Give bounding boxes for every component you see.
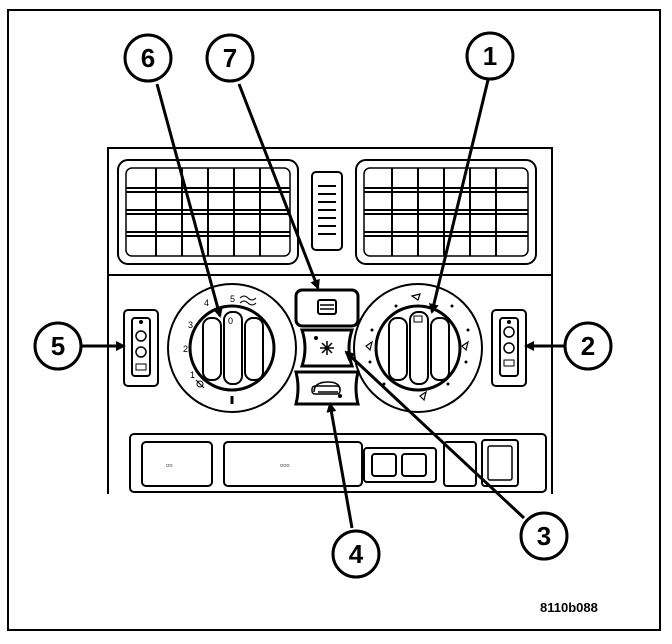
ac-button (299, 328, 355, 368)
lower-switch-bank: ▫▫ ▫▫▫ (129, 433, 547, 493)
callout-4: 4 (331, 529, 381, 579)
callout-label: 7 (223, 43, 237, 73)
floor-vent-icon (365, 293, 469, 402)
figure-reference-code: 8110b088 (540, 600, 598, 615)
knob-scale-label: 5 (230, 294, 235, 304)
switch-glyph: ▫▫▫ (280, 460, 290, 470)
blower-speed-knob: 1 2 3 4 5 0 (167, 283, 297, 413)
callout-2: 2 (563, 321, 613, 371)
center-vent-thumbwheel (311, 171, 343, 251)
knob-scale-label: 2 (183, 344, 188, 354)
knob-scale-label: 4 (204, 298, 209, 308)
callout-label: 3 (537, 521, 551, 551)
defrost-icon (239, 295, 257, 306)
callout-label: 2 (581, 331, 595, 361)
callout-label: 5 (51, 331, 65, 361)
right-side-switch-panel (491, 309, 527, 387)
knob-scale-label: 1 (190, 370, 195, 380)
recirculation-icon (311, 381, 341, 395)
callout-5: 5 (33, 321, 83, 371)
figure-frame (7, 9, 661, 631)
left-air-vent (117, 159, 299, 265)
leader-lines (78, 79, 566, 529)
callout-label: 4 (349, 539, 364, 569)
callout-6: 6 (123, 33, 173, 83)
mode-selector-knob (353, 283, 483, 413)
snowflake-icon (320, 341, 334, 355)
callout-label: 6 (141, 43, 155, 73)
right-air-vent (355, 159, 537, 265)
callout-label: 1 (483, 41, 497, 71)
switch-glyph: ▫▫ (166, 460, 172, 470)
callout-3: 3 (519, 511, 569, 561)
recirculation-button (294, 370, 360, 406)
callout-7: 7 (205, 33, 255, 83)
indicator-icon (413, 315, 423, 323)
knob-scale-label: 3 (188, 320, 193, 330)
fan-icon (195, 379, 205, 389)
knob-scale-label: 0 (228, 316, 233, 326)
left-side-switch-panel (123, 309, 159, 387)
rear-defrost-button (294, 288, 360, 328)
callout-1: 1 (465, 31, 515, 81)
dashboard-bezel (107, 147, 553, 494)
rear-defrost-icon (317, 299, 337, 315)
